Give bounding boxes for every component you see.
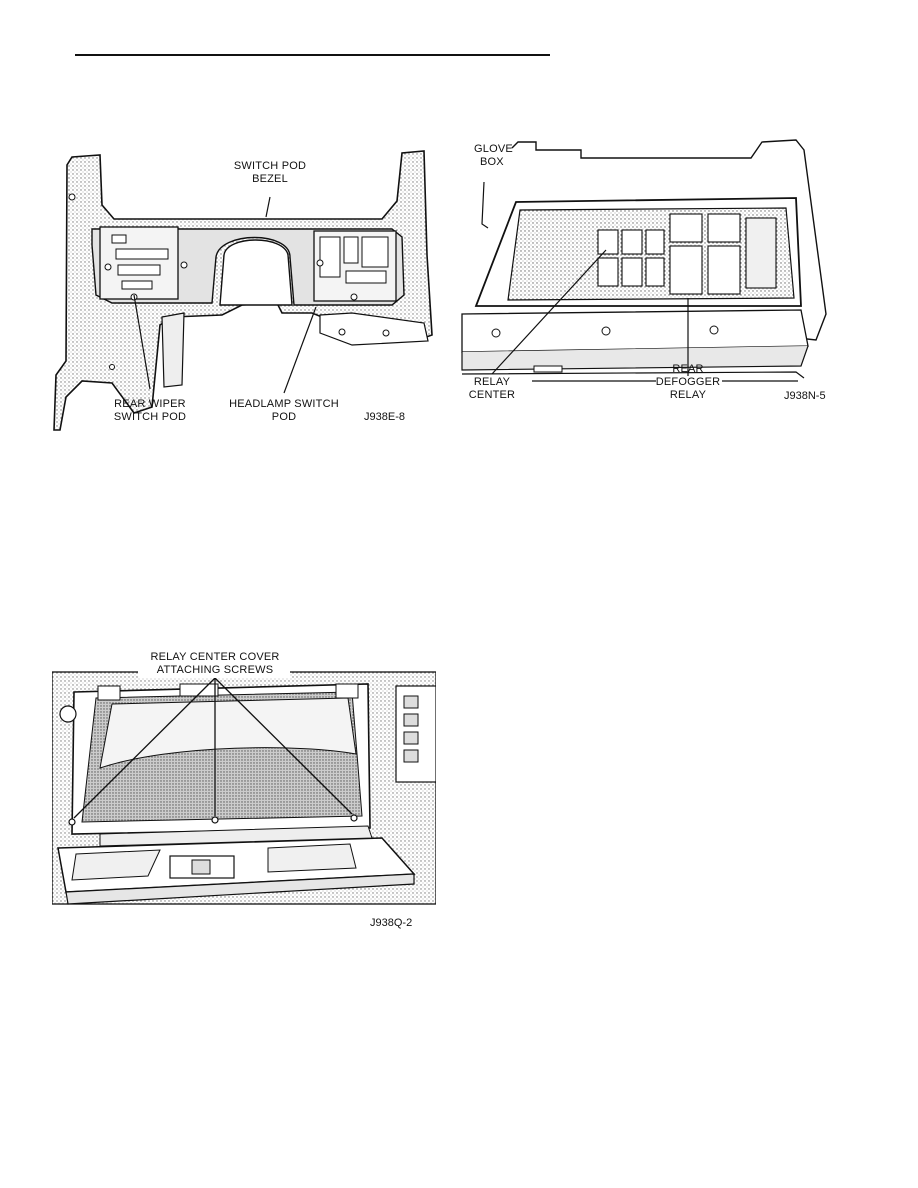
label-center: CENTER <box>469 389 515 401</box>
label-bezel: BEZEL <box>252 173 288 185</box>
figure-code: J938E-8 <box>364 411 405 423</box>
label-rear-wiper: REAR WIPER <box>114 398 186 410</box>
leader-bezel <box>265 196 271 218</box>
label-relay: RELAY <box>474 376 511 388</box>
label-glove: GLOVE <box>474 143 513 155</box>
header-rule <box>75 54 550 56</box>
figure-relay-center-cover: RELAY CENTER COVER ATTACHING SCREWS J938… <box>52 648 436 934</box>
label-defogger: DEFOGGER <box>656 376 721 388</box>
figure-relay-center: GLOVE BOX RELAY CENTER REAR DEFOGGER REL… <box>456 138 846 438</box>
leader-screw-right <box>214 677 353 815</box>
screw-center <box>211 816 219 824</box>
label-attaching-screws: ATTACHING SCREWS <box>157 664 273 676</box>
screw-right <box>350 814 358 822</box>
leader-rear-wiper <box>133 294 151 390</box>
figure-code: J938N-5 <box>784 390 826 402</box>
label-box: BOX <box>480 156 504 168</box>
label-pod: POD <box>272 411 296 423</box>
leader-relay-center <box>491 249 607 375</box>
label-switch-pod-2: SWITCH POD <box>114 411 186 423</box>
figure-code: J938Q-2 <box>370 917 412 929</box>
relay-center-illustration: GLOVE BOX RELAY CENTER REAR DEFOGGER REL… <box>461 139 827 402</box>
figure-switch-pod-bezel: SWITCH POD BEZEL REAR WIPER SWITCH POD H… <box>52 145 442 435</box>
screw-left <box>68 818 76 826</box>
leader-glove-box <box>481 181 489 229</box>
label-relay-2: RELAY <box>670 389 707 401</box>
leader-headlamp <box>283 306 317 394</box>
label-headlamp: HEADLAMP SWITCH <box>229 398 339 410</box>
switch-pod-illustration: SWITCH POD BEZEL REAR WIPER SWITCH POD H… <box>53 150 433 431</box>
label-relay-center-cover: RELAY CENTER COVER <box>150 651 279 663</box>
leader-screw-left <box>73 677 216 819</box>
cover-screws-illustration: RELAY CENTER COVER ATTACHING SCREWS J938… <box>52 648 436 929</box>
label-switch-pod: SWITCH POD <box>234 160 306 172</box>
label-rear: REAR <box>672 363 703 375</box>
